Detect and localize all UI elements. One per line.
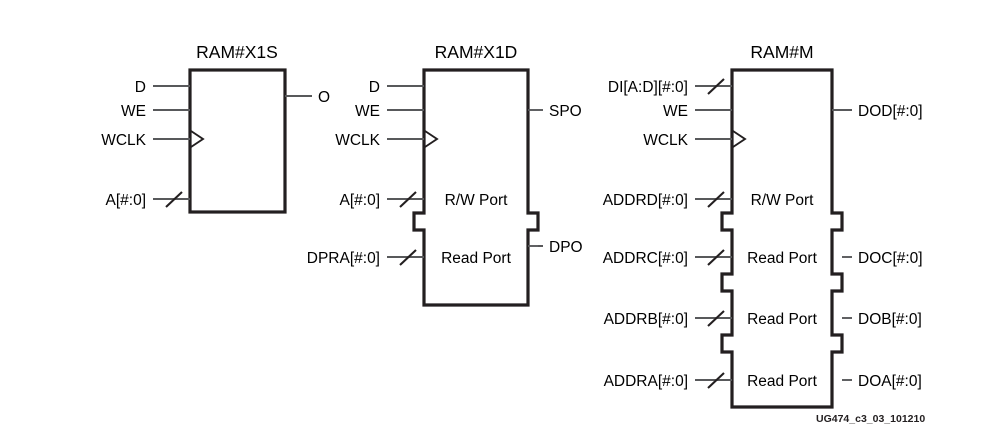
pin-label-dpra: DPRA[#:0] bbox=[307, 250, 380, 267]
pin-label-addrb: ADDRB[#:0] bbox=[604, 311, 688, 328]
pin-label-dpo: DPO bbox=[549, 239, 583, 256]
block-body-ram-m bbox=[720, 68, 844, 409]
pin-label-addrc: ADDRC[#:0] bbox=[603, 250, 688, 267]
block-body-ram-x1s bbox=[188, 68, 287, 214]
section-label-rw-port: R/W Port bbox=[751, 192, 815, 209]
figure-id-caption: UG474_c3_03_101210 bbox=[816, 413, 925, 425]
clock-triangle-icon bbox=[424, 130, 439, 148]
pin-label-addrd: ADDRD[#:0] bbox=[603, 192, 688, 209]
clock-triangle-icon bbox=[190, 130, 205, 148]
block-ram-m: RAM#M DI[A:D][#:0] WE WCLK ADDRD[#:0] AD… bbox=[603, 42, 923, 409]
pin-label-a: A[#:0] bbox=[106, 192, 147, 209]
bus-slash-icon bbox=[165, 191, 183, 208]
pin-label-wclk: WCLK bbox=[643, 132, 688, 149]
bus-slash-icon bbox=[707, 372, 725, 389]
pin-label-we: WE bbox=[355, 103, 380, 120]
block-body-ram-x1d bbox=[412, 68, 540, 307]
section-label-read-port: Read Port bbox=[441, 250, 511, 267]
section-label-read-port-c: Read Port bbox=[747, 250, 817, 267]
pin-label-di: DI[A:D][#:0] bbox=[608, 79, 688, 96]
pin-label-addra: ADDRA[#:0] bbox=[604, 373, 688, 390]
bus-slash-icon bbox=[707, 78, 725, 95]
section-label-read-port-a: Read Port bbox=[747, 373, 817, 390]
block-title-ram-m: RAM#M bbox=[750, 42, 813, 62]
pin-label-dod: DOD[#:0] bbox=[858, 103, 923, 120]
section-label-read-port-b: Read Port bbox=[747, 311, 817, 328]
bus-slash-icon bbox=[707, 249, 725, 266]
bus-slash-icon bbox=[399, 191, 417, 208]
bus-slash-icon bbox=[707, 310, 725, 327]
pin-label-we: WE bbox=[121, 103, 146, 120]
pin-label-doc: DOC[#:0] bbox=[858, 250, 923, 267]
pin-label-d: D bbox=[369, 79, 380, 96]
block-title-ram-x1d: RAM#X1D bbox=[435, 42, 518, 62]
block-ram-x1s: RAM#X1S D WE WCLK A[#:0] O bbox=[101, 42, 330, 214]
pin-label-we: WE bbox=[663, 103, 688, 120]
section-label-rw-port: R/W Port bbox=[445, 192, 509, 209]
pin-label-spo: SPO bbox=[549, 103, 582, 120]
pin-label-wclk: WCLK bbox=[101, 132, 146, 149]
pin-label-doa: DOA[#:0] bbox=[858, 373, 922, 390]
pin-label-d: D bbox=[135, 79, 146, 96]
pin-label-o: O bbox=[318, 89, 330, 106]
block-ram-x1d: RAM#X1D D WE WCLK A[#:0] DPRA[#:0] SPO D… bbox=[307, 42, 583, 307]
clock-triangle-icon bbox=[732, 130, 747, 148]
pin-label-wclk: WCLK bbox=[335, 132, 380, 149]
pin-label-dob: DOB[#:0] bbox=[858, 311, 922, 328]
block-title-ram-x1s: RAM#X1S bbox=[196, 42, 278, 62]
bus-slash-icon bbox=[707, 191, 725, 208]
pin-label-a: A[#:0] bbox=[340, 192, 381, 209]
bus-slash-icon bbox=[399, 249, 417, 266]
